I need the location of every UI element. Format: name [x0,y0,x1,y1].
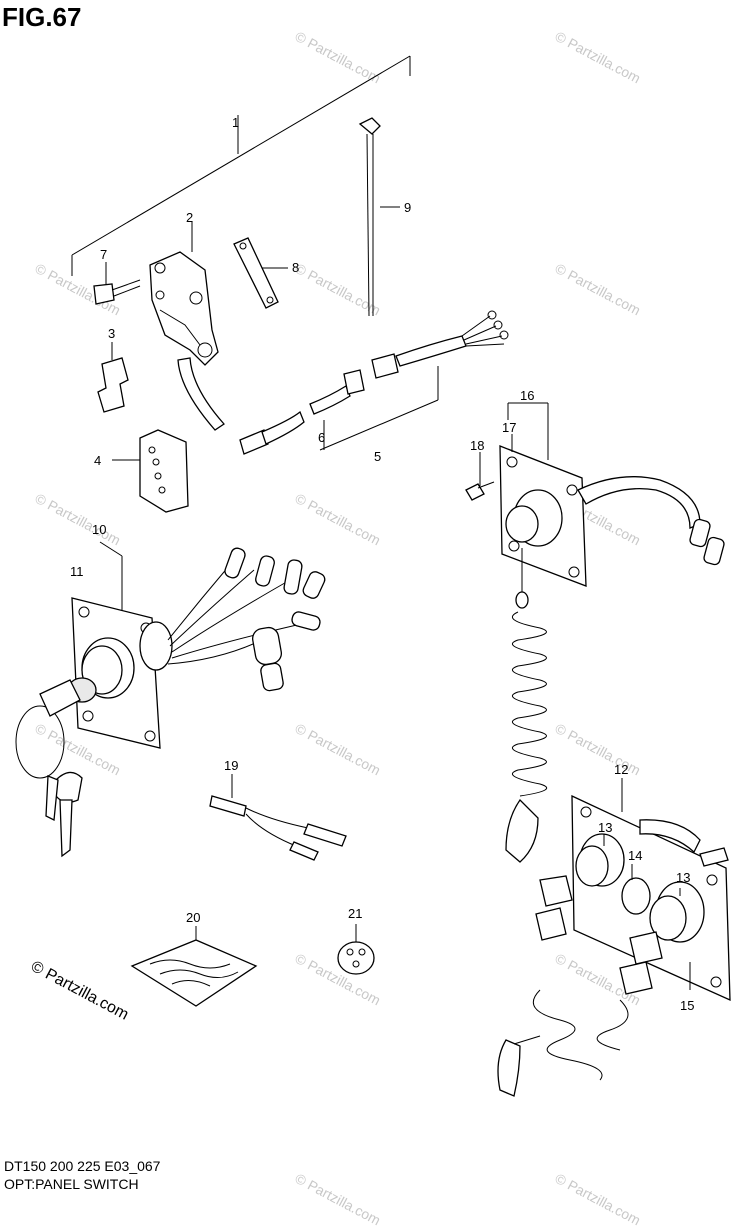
callout-5: 5 [374,449,381,464]
part-18-screw [465,452,495,501]
part-21-grommet [337,924,375,975]
callout-15: 15 [680,998,694,1013]
figure-title: FIG.67 [2,2,82,32]
callout-18: 18 [470,438,484,453]
part-19-lead [209,774,347,861]
part-2-switch-bracket [149,222,225,431]
callout-1: 1 [232,115,239,130]
callout-16: 16 [520,388,534,403]
callout-13a: 13 [598,820,612,835]
model-code: DT150 200 225 E03_067 [4,1158,161,1174]
callout-7: 7 [100,247,107,262]
callout-9: 9 [404,200,411,215]
part-12-switch-panel [571,778,731,1002]
callout-14: 14 [628,848,642,863]
part-5-harness [239,310,509,455]
part-4-connector-block [112,429,189,513]
part-20-bag [130,926,258,1007]
part-7-screw [93,262,141,305]
lanyard-set-bottom [497,875,663,1097]
bracket-assembly-1-leader [71,55,411,276]
callout-19: 19 [224,758,238,773]
callout-6: 6 [318,430,325,445]
callout-20: 20 [186,910,200,925]
lanyard-coil [505,548,548,863]
part-3-clip [97,342,129,413]
callout-21: 21 [348,906,362,921]
callout-13b: 13 [676,870,690,885]
part-8-link [233,237,288,309]
part-9-long-screw [358,117,400,317]
callout-17: 17 [502,420,516,435]
part-10-key-switch [67,541,326,749]
callout-8: 8 [292,260,299,275]
part-16-stop-switch [499,402,725,587]
parts-diagram: 1 2 3 4 5 6 7 8 9 10 11 12 13 13 14 15 1… [15,55,731,1097]
callout-4: 4 [94,453,101,468]
section-title: OPT:PANEL SWITCH [4,1176,139,1192]
key-set [15,679,83,858]
callout-3: 3 [108,326,115,341]
callout-2: 2 [186,210,193,225]
callout-12: 12 [614,762,628,777]
callout-11: 11 [70,564,84,579]
callout-10: 10 [92,522,106,537]
